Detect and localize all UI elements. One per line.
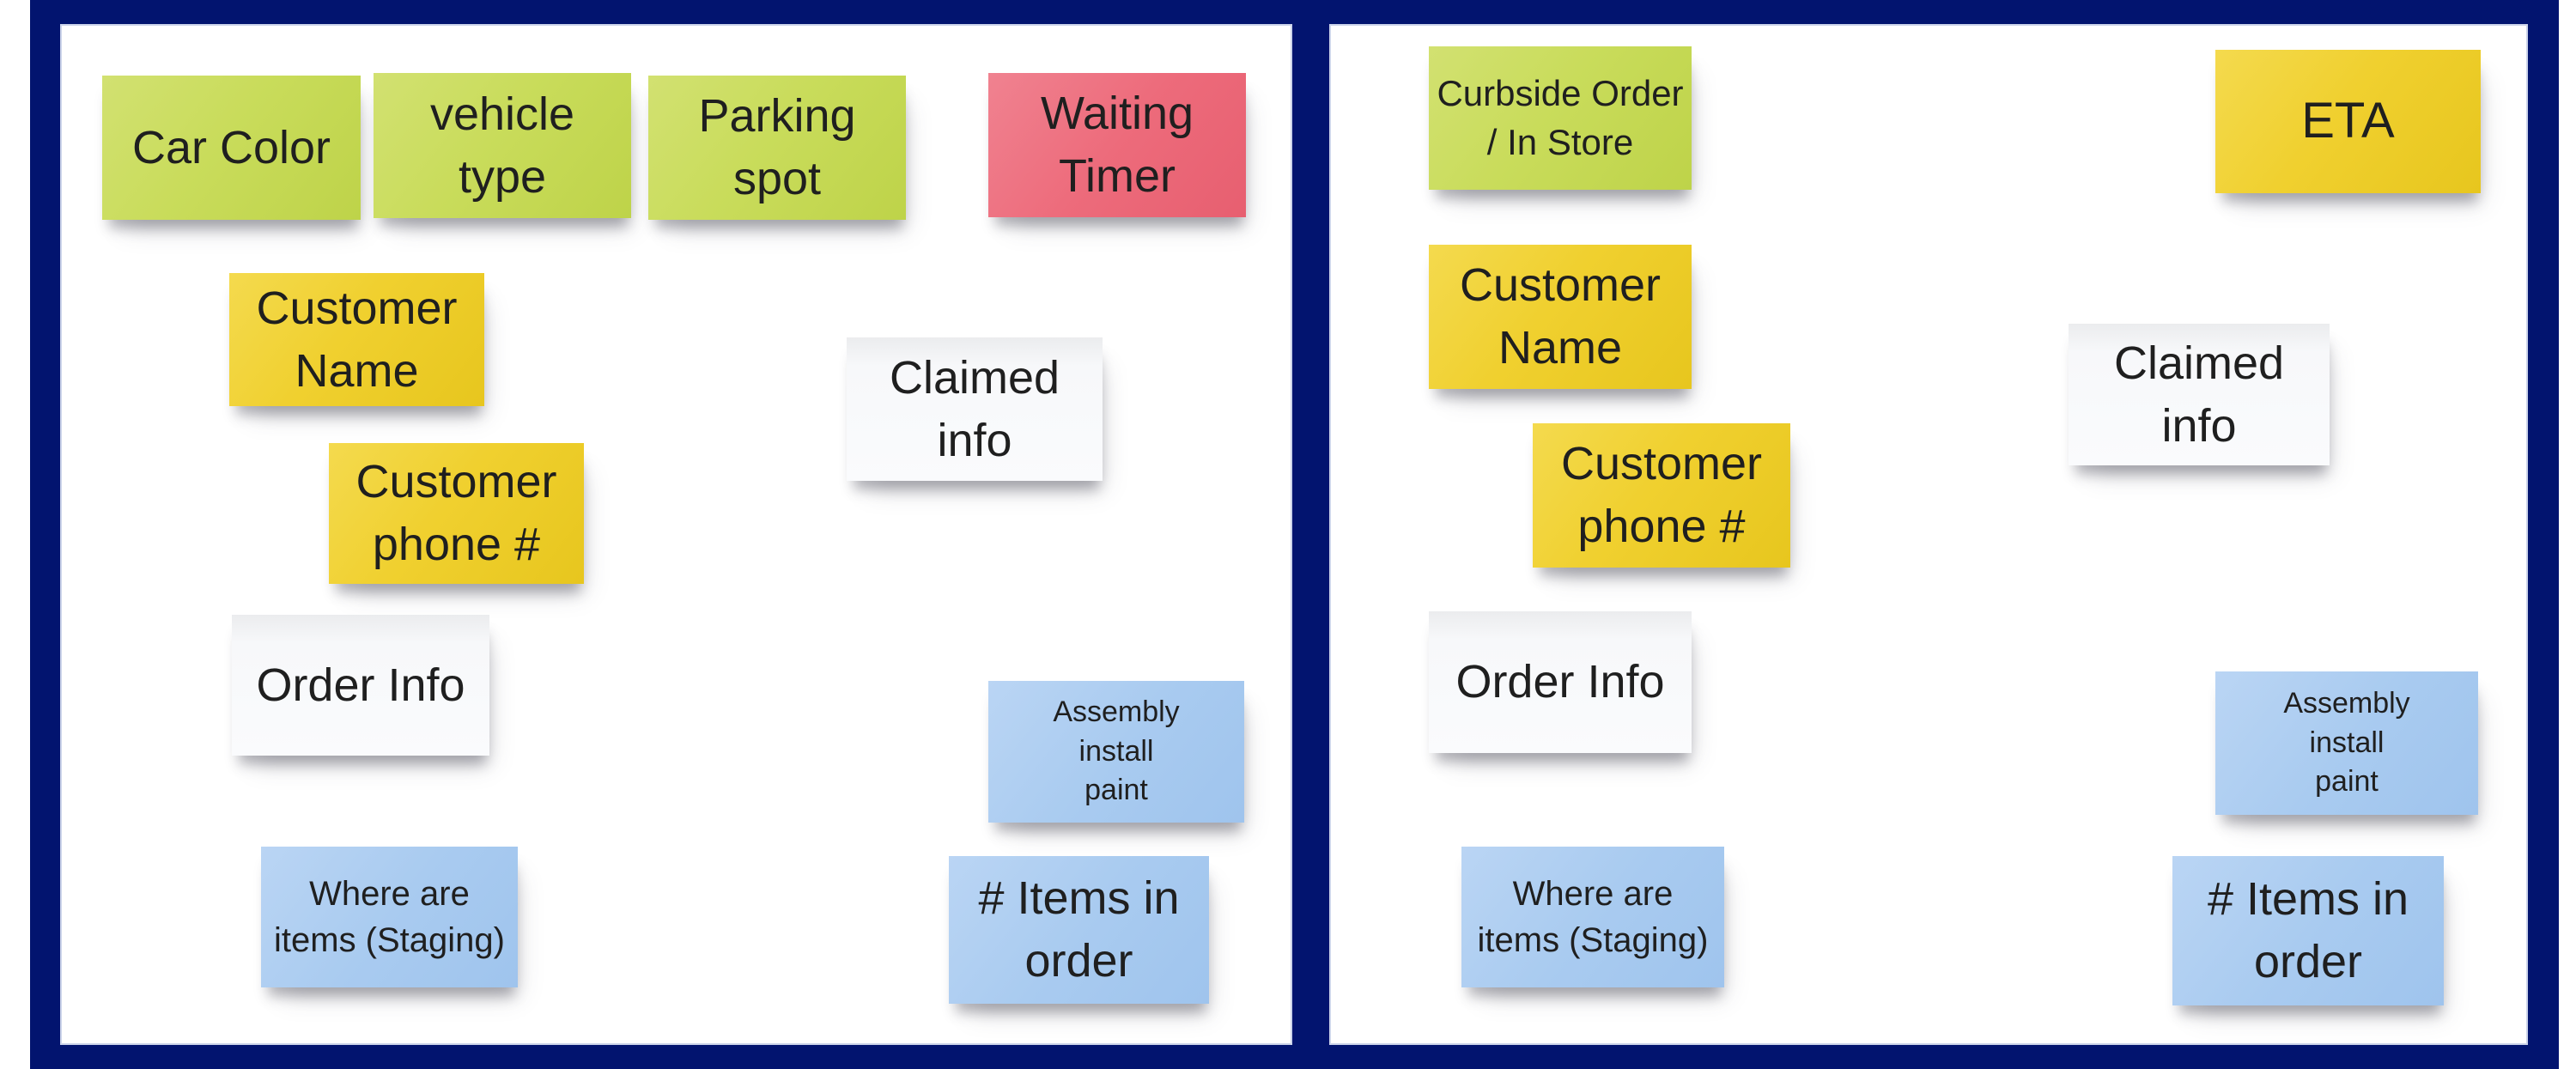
sticky-note-label: Order Info [1455,656,1665,708]
sticky-note-waiting-timer[interactable]: Waiting Timer [988,73,1246,217]
sticky-note-where-are-items[interactable]: Where are items (Staging) [1461,847,1724,987]
sticky-note-label: Assembly install paint [2283,686,2410,799]
sticky-note-label: Customer Name [1459,259,1662,374]
sticky-note-label: Where are items (Staging) [1477,875,1709,959]
sticky-note-label: vehicle type [429,88,575,203]
sticky-note-label: Customer Name [256,282,458,397]
sticky-note-label: Car Color [131,121,331,173]
sticky-note-label: # Items in order [978,872,1180,987]
sticky-note-customer-name[interactable]: Customer Name [1429,245,1692,389]
sticky-note-order-info[interactable]: Order Info [1429,611,1692,753]
sticky-note-label: # Items in order [2207,873,2409,987]
sticky-note-order-info[interactable]: Order Info [232,615,489,756]
sticky-note-claimed-info[interactable]: Claimed info [2069,324,2330,465]
sticky-note-label: Claimed info [2113,337,2285,452]
sticky-note-label: Curbside Order / In Store [1437,72,1684,162]
sticky-note-label: Assembly install paint [1053,695,1180,807]
sticky-note-label: Claimed info [889,351,1060,466]
sticky-note-label: Where are items (Staging) [274,875,505,959]
sticky-note-customer-name[interactable]: Customer Name [229,273,484,406]
whiteboard-left[interactable]: Car Color vehicle type Parking spot Wait… [62,26,1291,1043]
sticky-note-label: Order Info [256,659,465,711]
sticky-note-claimed-info[interactable]: Claimed info [847,337,1103,481]
sticky-note-assembly-install-paint[interactable]: Assembly install paint [2215,671,2478,815]
sticky-note-items-in-order[interactable]: # Items in order [949,856,1209,1004]
sticky-note-label: ETA [2301,93,2395,149]
sticky-note-customer-phone[interactable]: Customer phone # [1533,423,1790,568]
whiteboard-right[interactable]: Curbside Order / In Store ETA Customer N… [1331,26,2526,1043]
sticky-note-eta[interactable]: ETA [2215,50,2481,193]
sticky-note-parking-spot[interactable]: Parking spot [648,76,906,220]
sticky-note-car-color[interactable]: Car Color [102,76,361,220]
sticky-note-assembly-install-paint[interactable]: Assembly install paint [988,681,1244,823]
sticky-note-where-are-items[interactable]: Where are items (Staging) [261,847,518,987]
sticky-note-label: Waiting Timer [1040,88,1194,202]
sticky-note-label: Parking spot [698,90,856,204]
sticky-note-label: Customer phone # [355,456,557,570]
sticky-note-items-in-order[interactable]: # Items in order [2172,856,2444,1005]
sticky-note-vehicle-type[interactable]: vehicle type [374,73,631,218]
sticky-note-customer-phone[interactable]: Customer phone # [329,443,584,584]
sticky-note-label: Customer phone # [1560,438,1763,552]
sticky-note-curbside-order-in-store[interactable]: Curbside Order / In Store [1429,46,1692,190]
